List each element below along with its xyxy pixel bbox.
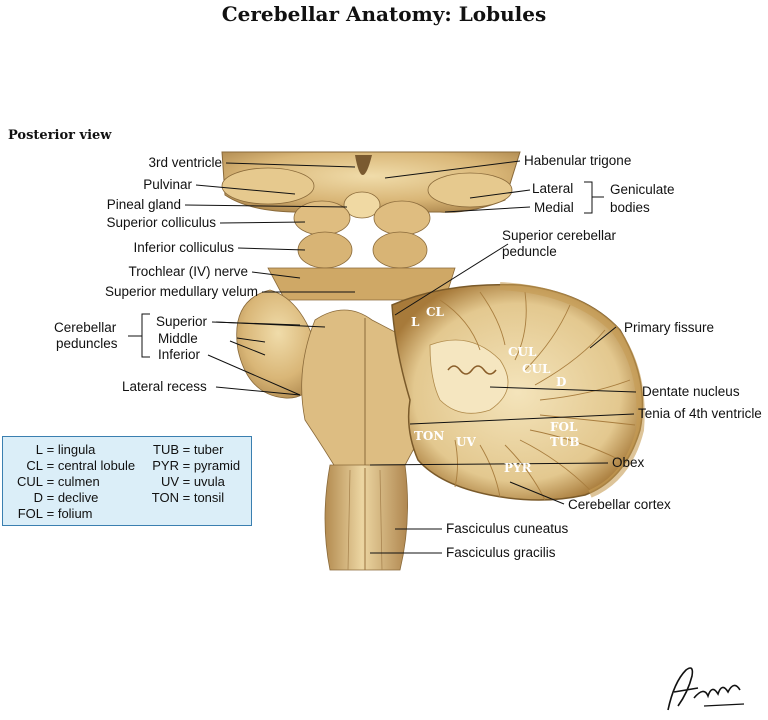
leader-lines [128,160,637,554]
legend-row: TON = tonsil [151,490,225,505]
legend-row: CL = central lobule [26,458,136,473]
page-title: Cerebellar Anatomy: Lobules [221,2,547,26]
label-habenular-trigone: Habenular trigone [524,153,631,168]
label-inferior-colliculus: Inferior colliculus [133,240,234,255]
pulvinar-shape-right [427,172,513,208]
medulla [324,464,408,571]
legend-column-left: L = lingula CL = central lobule CUL = cu… [7,442,135,522]
label-superior-peduncle: Superior [156,314,208,329]
label-fasciculus-gracilis: Fasciculus gracilis [446,545,556,560]
lobule-mark-d: D [556,375,566,389]
label-middle-peduncle: Middle [158,331,198,346]
lobule-mark-pyr: PYR [504,461,533,475]
pulvinar-shape [221,167,315,205]
label-dentate-nucleus: Dentate nucleus [642,384,740,399]
label-peduncles: peduncles [56,336,118,351]
label-pulvinar: Pulvinar [143,177,192,192]
dentate-nucleus-shape [447,365,497,375]
legend-row: UV = uvula [160,474,225,489]
inferior-colliculus-left [297,231,353,269]
label-trochlear-nerve: Trochlear (IV) nerve [128,264,248,279]
third-ventricle-shape [355,155,372,175]
legend-row: PYR = pyramid [152,458,241,473]
superior-colliculus-right [373,200,431,236]
label-3rd-ventricle: 3rd ventricle [148,155,222,170]
label-medial: Medial [534,200,574,215]
lobule-mark-tub: TUB [550,435,580,449]
label-lateral: Lateral [532,181,573,196]
abbreviation-legend: L = lingula CL = central lobule CUL = cu… [2,436,252,526]
lobule-mark-uv: UV [456,435,476,449]
lobule-mark-l: L [411,315,420,329]
label-geniculate: Geniculate [610,182,675,197]
label-fasciculus-cuneatus: Fasciculus cuneatus [446,521,569,536]
lobule-mark-cl: CL [426,305,445,319]
label-cerebellar-cortex: Cerebellar cortex [568,497,671,512]
label-superior-medullary-velum: Superior medullary velum [105,284,258,299]
arbor-vitae [429,339,509,414]
legend-row: TUB = tuber [153,442,224,457]
legend-column-right: TUB = tuber PYR = pyramid UV = uvula TON… [143,442,240,506]
label-obex: Obex [612,455,645,470]
label-lateral-recess: Lateral recess [122,379,207,394]
view-label: Posterior view [8,128,112,143]
cortex-rim [499,282,645,498]
label-pineal-gland: Pineal gland [107,197,181,212]
inferior-colliculus-right [372,231,428,269]
artist-signature [667,667,745,711]
lobule-mark-ton: TON [414,429,444,443]
legend-row: D = declive [33,490,99,505]
lobule-mark-fol: FOL [550,420,578,434]
lobule-mark-cul-1: CUL [508,345,537,359]
label-tenia: Tenia of 4th ventricle [638,406,762,421]
label-peduncle: peduncle [502,244,557,259]
label-primary-fissure: Primary fissure [624,320,714,335]
lobule-mark-cul-2: CUL [522,362,551,376]
legend-row: FOL = folium [17,506,93,521]
legend-row: L = lingula [35,442,96,457]
folia-lines [439,291,636,501]
label-inferior-peduncle: Inferior [158,347,201,362]
label-superior-cerebellar: Superior cerebellar [502,228,617,243]
pineal-gland-shape [343,191,381,219]
label-superior-colliculus: Superior colliculus [106,215,216,230]
label-cerebellar: Cerebellar [54,320,117,335]
legend-row: CUL = culmen [16,474,100,489]
label-bodies: bodies [610,200,650,215]
